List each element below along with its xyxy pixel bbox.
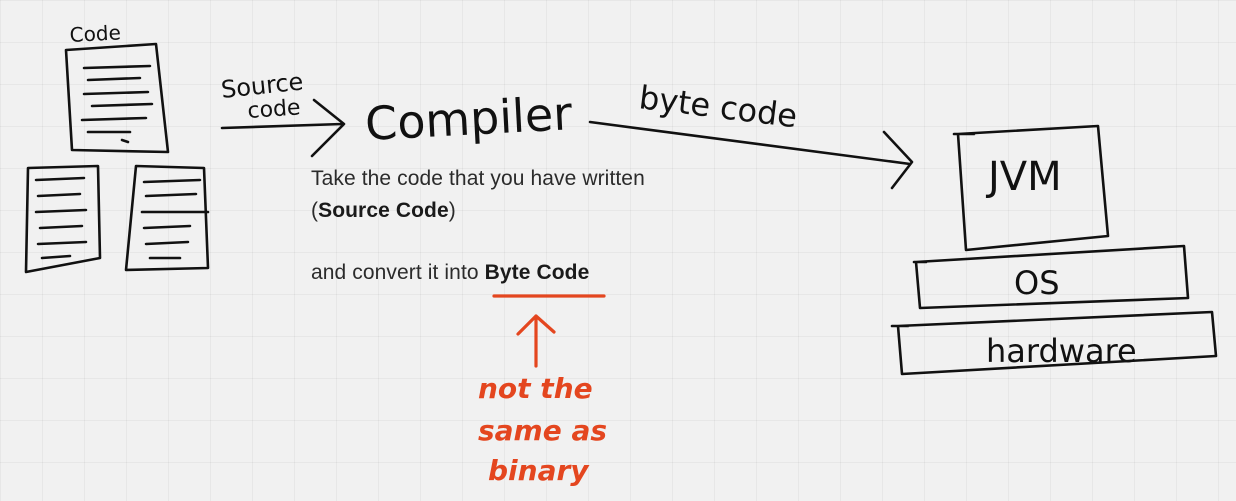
code-doc-right	[124, 164, 210, 272]
annotation: not the same as binary	[478, 294, 607, 487]
code-documents-icon: Code	[24, 20, 210, 274]
byte-code-label: byte code	[637, 78, 799, 135]
compiler-label: Compiler	[364, 86, 574, 151]
jvm-box: JVM	[952, 124, 1110, 252]
source-code-arrow: Source code	[220, 68, 346, 158]
code-doc-right-lines	[140, 178, 210, 260]
annotation-line1: not the	[478, 372, 593, 405]
source-code-bold: Source Code	[318, 199, 449, 222]
code-doc-left	[24, 164, 102, 274]
hardware-label: hardware	[986, 332, 1137, 370]
note-line2: (Source Code)	[311, 199, 456, 222]
code-label: Code	[69, 20, 121, 47]
os-label: OS	[1014, 264, 1060, 302]
note-line3: and convert it into Byte Code	[311, 261, 590, 284]
source-code-label-line2: code	[247, 95, 302, 124]
code-doc-left-lines	[34, 176, 88, 260]
jvm-label: JVM	[985, 154, 1062, 200]
annotation-line2: same as	[478, 414, 607, 447]
hardware-box: hardware	[890, 310, 1218, 376]
byte-code-bold: Byte Code	[484, 261, 590, 284]
code-doc-top-lines	[80, 64, 154, 144]
code-doc-top	[64, 42, 170, 154]
annotation-line3: binary	[488, 454, 590, 487]
note-line1: Take the code that you have written	[311, 167, 645, 190]
os-box: OS	[912, 244, 1190, 310]
up-arrow-icon	[516, 314, 556, 368]
